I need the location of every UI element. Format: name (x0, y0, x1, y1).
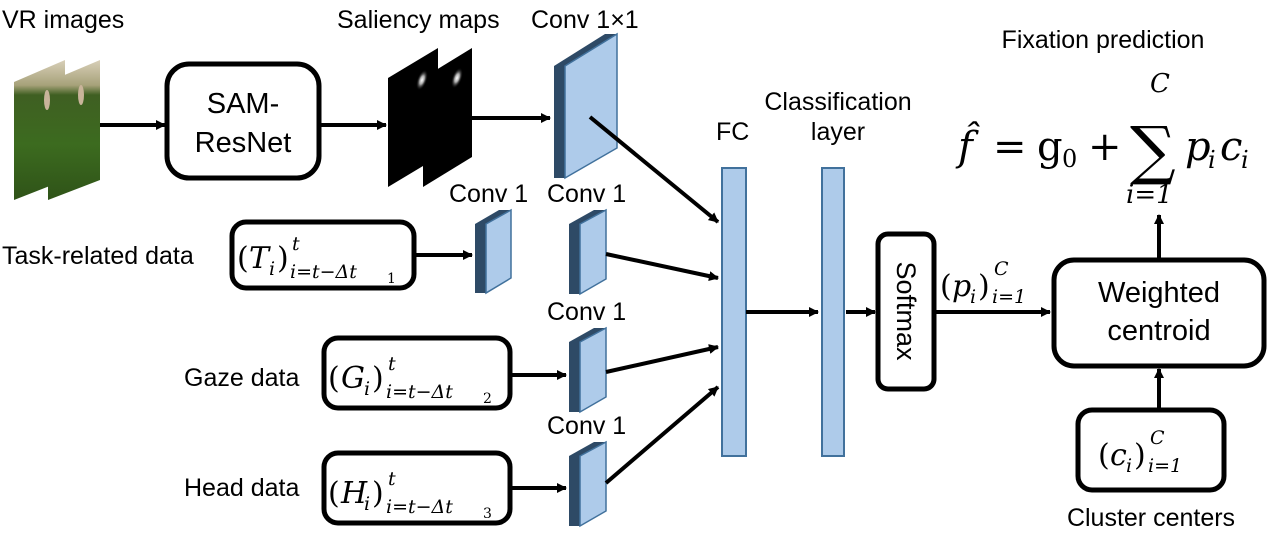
svg-text:1: 1 (387, 271, 396, 287)
svg-text:(: ( (237, 241, 249, 276)
fc-label: FC (716, 118, 749, 146)
svg-text:i=t−Δt: i=t−Δt (386, 496, 453, 518)
svg-text:): ) (277, 241, 289, 276)
svg-text:(: ( (940, 269, 952, 304)
svg-text:3: 3 (483, 506, 492, 522)
svg-text:=: = (993, 124, 1027, 170)
cluster-centers-block (1075, 407, 1227, 493)
sam-resnet-label-1: SAM- (207, 88, 280, 120)
svg-text:C: C (1150, 69, 1170, 99)
cluster-centers-formula: ( c i ) C i=1 (1098, 427, 1182, 477)
svg-text:g: g (1037, 124, 1063, 170)
conv-task-b-layer (569, 208, 607, 296)
deer-figure (44, 90, 50, 110)
conv-task-a-label: Conv 1 (449, 180, 528, 208)
svg-text:i: i (970, 286, 976, 308)
svg-text:C: C (1150, 427, 1165, 449)
vr-image-stack (14, 60, 100, 200)
classification-label-1: Classification (764, 88, 911, 116)
svg-text:f̂: f̂ (955, 122, 980, 170)
gaze-data-formula: ( G i ) t i=t−Δt 2 (328, 353, 492, 407)
svg-text:t: t (388, 468, 396, 490)
svg-text:i=1: i=1 (1126, 180, 1173, 210)
svg-text:T: T (249, 241, 271, 276)
svg-text:i=t−Δt: i=t−Δt (290, 261, 357, 283)
svg-text:p: p (952, 269, 971, 304)
sam-resnet-block (164, 61, 322, 181)
svg-text:i: i (364, 493, 370, 515)
vr-image-frame-2 (48, 60, 100, 200)
arrow-conv-task-to-fc (605, 252, 719, 282)
weighted-centroid-label-1: Weighted (1098, 277, 1220, 309)
task-data-formula: ( T i ) t i=t−Δt 1 (237, 233, 396, 287)
conv-gaze-layer (569, 326, 607, 414)
conv1x1-layer (554, 32, 618, 180)
svg-text:p: p (1185, 124, 1211, 170)
svg-text:(: ( (328, 361, 340, 396)
classification-layer (821, 167, 845, 457)
saliency-map-stack (388, 48, 472, 187)
conv1x1-label: Conv 1×1 (531, 6, 639, 34)
task-data-label: Task-related data (2, 242, 194, 270)
softmax-output-formula: ( p i ) C i=1 (940, 258, 1026, 308)
svg-text:C: C (994, 258, 1009, 280)
vr-images-label: VR images (2, 6, 124, 34)
weighted-centroid-label-2: centroid (1107, 315, 1210, 347)
softmax-label: Softmax (891, 261, 921, 361)
conv-gaze-label: Conv 1 (547, 298, 626, 326)
fixation-formula: f̂ = g 0 + ∑ C i=1 p i c i (955, 69, 1249, 210)
conv-task-a-layer (475, 208, 512, 295)
svg-text:i=t−Δt: i=t−Δt (386, 381, 453, 403)
weighted-centroid-block (1051, 257, 1267, 369)
svg-text:t: t (292, 233, 300, 255)
svg-text:i: i (364, 378, 370, 400)
cluster-centers-label: Cluster centers (1067, 504, 1235, 532)
svg-text:i=1: i=1 (992, 286, 1026, 308)
svg-text:∑: ∑ (1130, 114, 1176, 188)
svg-text:G: G (341, 361, 365, 396)
deer-figure (78, 85, 84, 105)
svg-text:2: 2 (483, 391, 492, 407)
arrow-conv-head-to-fc (604, 385, 720, 485)
svg-text:i: i (1241, 146, 1249, 174)
svg-text:i: i (269, 258, 275, 280)
svg-text:c: c (1110, 438, 1127, 473)
arrow-conv-gaze-to-fc (605, 344, 719, 374)
saliency-hotspot (415, 69, 429, 91)
svg-text:i: i (1208, 146, 1216, 174)
svg-text:): ) (372, 476, 384, 511)
fixation-prediction-title: Fixation prediction (1002, 26, 1205, 54)
svg-text:(: ( (1098, 438, 1110, 473)
classification-label-2: layer (811, 118, 865, 146)
svg-text:(: ( (328, 476, 340, 511)
head-data-formula: ( H i ) t i=t−Δt 3 (328, 468, 492, 522)
conv-task-b-label: Conv 1 (547, 180, 626, 208)
svg-text:+: + (1088, 124, 1122, 170)
saliency-hotspot (450, 67, 464, 89)
svg-text:): ) (372, 361, 384, 396)
svg-text:i=1: i=1 (1148, 455, 1182, 477)
conv-head-label: Conv 1 (547, 412, 626, 440)
head-data-label: Head data (184, 474, 299, 502)
svg-text:): ) (978, 269, 990, 304)
svg-text:t: t (388, 353, 396, 375)
arrow-conv1x1-to-fc (588, 115, 720, 224)
svg-text:c: c (1220, 124, 1242, 170)
svg-text:0: 0 (1062, 145, 1077, 173)
saliency-maps-label: Saliency maps (337, 6, 500, 34)
svg-text:H: H (340, 476, 368, 511)
conv-head-layer (569, 440, 607, 528)
svg-text:i: i (1126, 455, 1132, 477)
sam-resnet-label-2: ResNet (195, 127, 292, 159)
svg-text:): ) (1134, 438, 1146, 473)
gaze-data-label: Gaze data (184, 364, 299, 392)
fc-layer (721, 167, 747, 457)
